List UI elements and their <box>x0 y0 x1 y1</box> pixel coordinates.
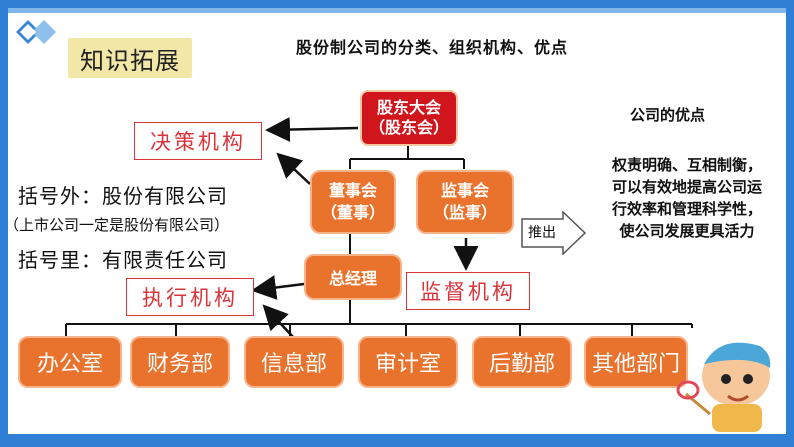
note-outside-brackets: 括号外：股份有限公司 <box>18 184 228 208</box>
decision-body-label: 决策机构 <box>134 122 262 160</box>
board-label: 董事会 <box>328 181 377 200</box>
supervisory-label: 监事会 <box>440 181 489 200</box>
general-manager-node: 总经理 <box>304 254 402 300</box>
dept-finance: 财务部 <box>130 336 230 388</box>
advantage-line-1: 权责明确、互相制衡， <box>611 156 762 174</box>
arrow-board-to-decision <box>276 152 311 185</box>
dept-office: 办公室 <box>18 336 122 388</box>
corner-diamond-logo <box>16 20 56 44</box>
page-title: 股份制公司的分类、组织机构、优点 <box>296 38 569 57</box>
advantages-title: 公司的优点 <box>630 106 706 124</box>
push-arrow-label: 推出 <box>528 225 556 241</box>
arrow-to-decision <box>265 117 359 143</box>
board-of-directors-node: 董事会 （董事） <box>310 170 396 234</box>
supervisory-body-label: 监督机构 <box>406 272 530 310</box>
connector-lines <box>65 117 693 339</box>
note-inside-brackets: 括号里：有限责任公司 <box>18 248 228 272</box>
dept-logistics: 后勤部 <box>472 336 572 388</box>
push-arrow-shape <box>521 211 587 255</box>
cartoon-child-illustration <box>676 342 771 432</box>
board-sublabel: （董事） <box>320 203 385 222</box>
advantage-line-2: 可以有效地提高公司运 <box>611 178 762 196</box>
arrow-infodept-to-executive <box>262 304 295 339</box>
advantage-line-4: 使公司发展更具活力 <box>619 222 755 240</box>
shareholders-meeting-label: 股东大会 <box>376 98 441 117</box>
supervisory-sublabel: （监事） <box>432 203 497 222</box>
supervisory-board-node: 监事会 （监事） <box>416 170 514 234</box>
dept-information: 信息部 <box>244 336 344 388</box>
note-listed-company: （上市公司一定是股份有限公司） <box>4 216 230 234</box>
shareholders-meeting-sublabel: （股东会） <box>368 118 449 137</box>
shareholders-meeting-node: 股东大会 （股东会） <box>360 90 458 146</box>
executive-body-label: 执行机构 <box>126 278 254 316</box>
top-accent-bar <box>8 8 786 13</box>
arrow-manager-to-executive <box>251 275 305 300</box>
advantage-line-3: 行效率和管理科学性， <box>611 200 762 218</box>
slide-canvas: 知识拓展 股份制公司的分类、组织机构、优点 <box>4 8 786 434</box>
section-badge: 知识拓展 <box>68 38 192 78</box>
dept-other: 其他部门 <box>584 336 688 388</box>
dept-audit: 审计室 <box>358 336 458 388</box>
